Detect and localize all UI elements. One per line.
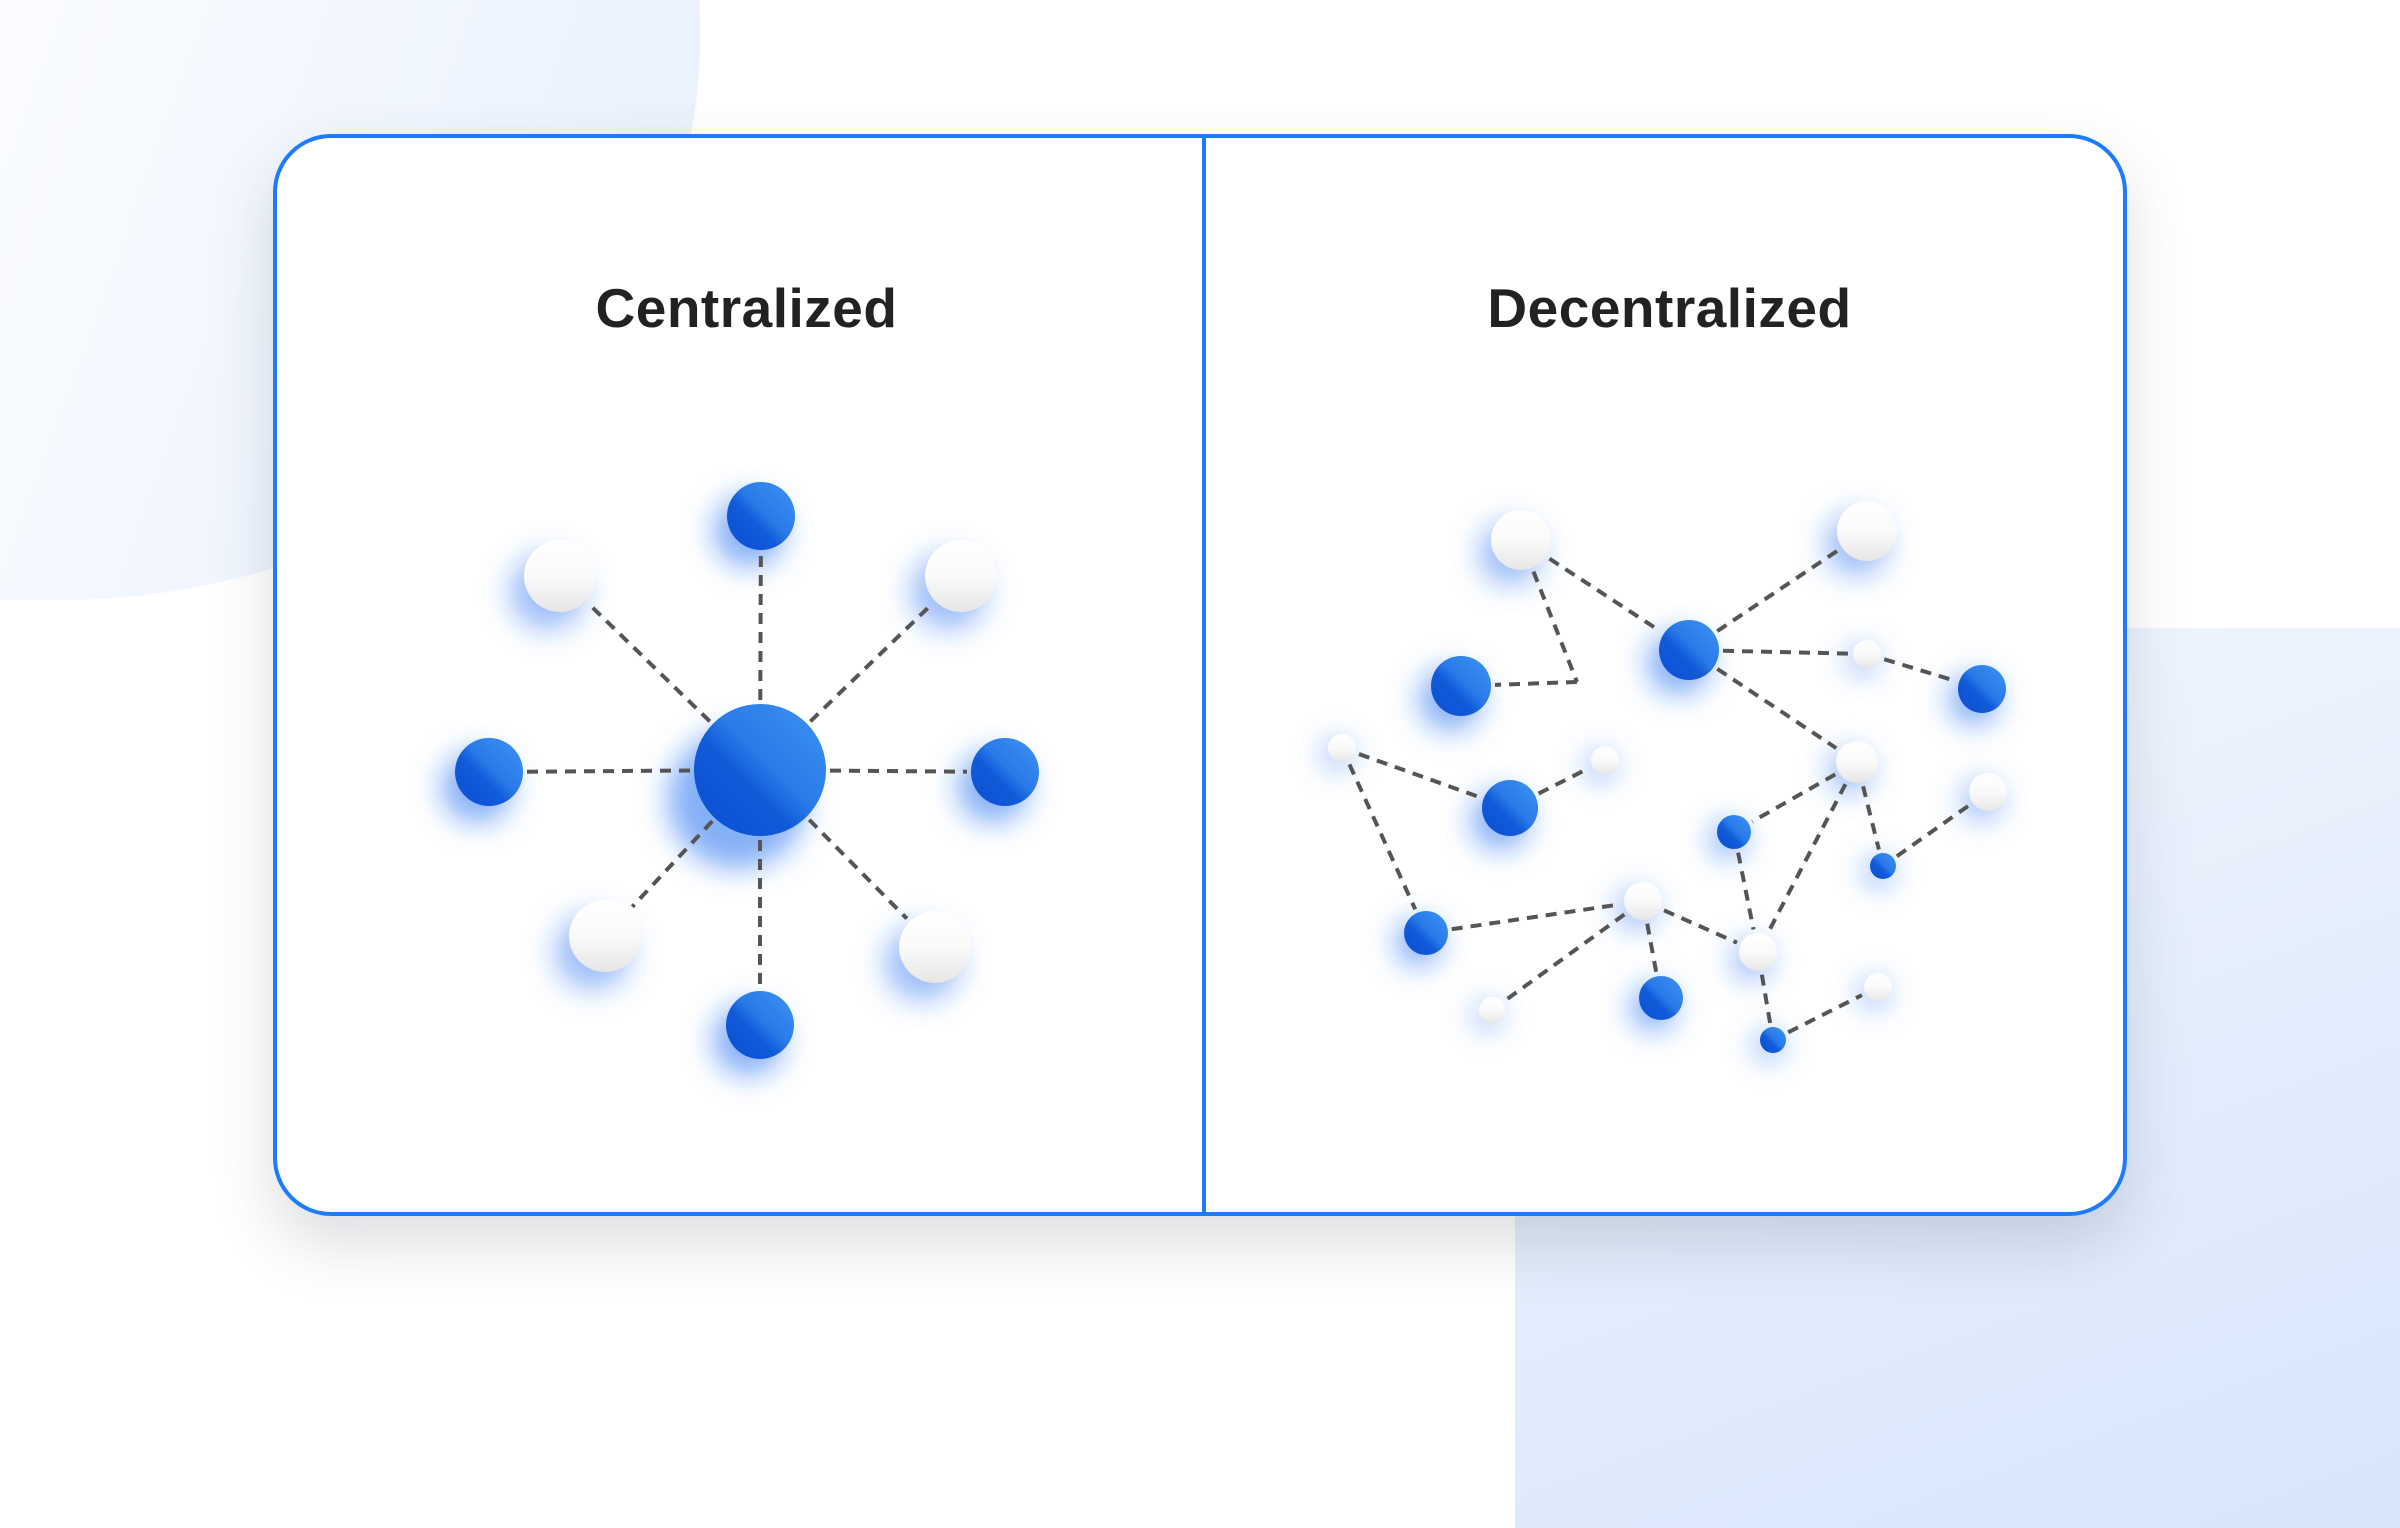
hub-node: [694, 704, 826, 836]
white-node: [1624, 882, 1662, 920]
white-node: [1328, 734, 1356, 762]
blue-node: [971, 738, 1039, 806]
white-node: [1491, 510, 1551, 570]
decentralized-nodes: [1328, 501, 2007, 1053]
blue-node: [1482, 780, 1538, 836]
white-node: [1739, 933, 1777, 971]
blue-node: [1717, 815, 1751, 849]
white-node: [1479, 997, 1505, 1023]
white-node: [925, 540, 997, 612]
white-node: [1591, 746, 1619, 774]
blue-node: [1404, 911, 1448, 955]
white-node: [1864, 973, 1892, 1001]
decentralized-panel: Decentralized: [1206, 138, 2123, 1212]
blue-node: [1659, 620, 1719, 680]
white-node: [524, 540, 596, 612]
blue-node: [1639, 976, 1683, 1020]
centralized-panel: Centralized: [277, 138, 1202, 1212]
blue-node: [1958, 665, 2006, 713]
blue-node: [455, 738, 523, 806]
comparison-card: Centralized Decentralized: [273, 134, 2127, 1216]
panel-divider: [1202, 138, 1206, 1212]
white-node: [1969, 773, 2007, 811]
blue-node: [1870, 853, 1896, 879]
centralized-nodes: [455, 482, 1039, 1059]
white-node: [569, 900, 641, 972]
white-node: [1837, 501, 1897, 561]
white-node: [1853, 640, 1881, 668]
blue-node: [726, 991, 794, 1059]
decentralized-title: Decentralized: [1487, 277, 1852, 339]
centralized-title: Centralized: [595, 277, 898, 339]
white-node: [1836, 741, 1878, 783]
blue-node: [727, 482, 795, 550]
blue-node: [1431, 656, 1491, 716]
white-node: [899, 911, 971, 983]
blue-node: [1760, 1027, 1786, 1053]
